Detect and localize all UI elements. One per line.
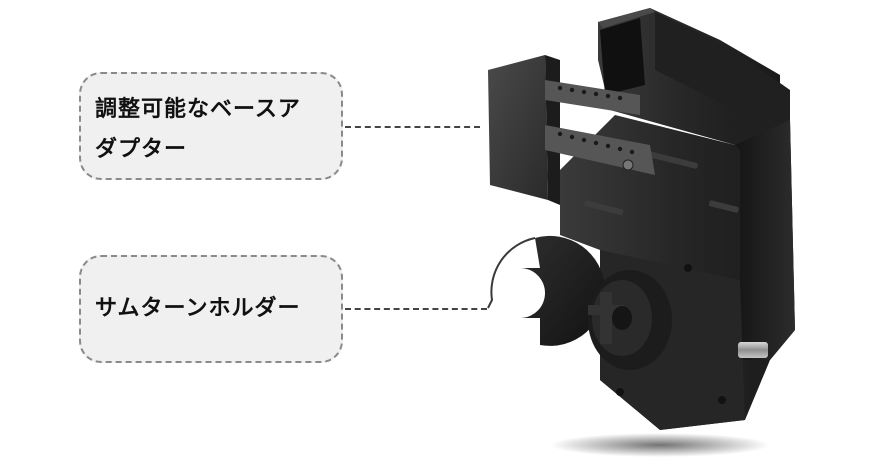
callout-adjustable-base-adapter: 調整可能なベースア ダプター xyxy=(79,72,343,180)
leader-line-thumb-turn-holder xyxy=(345,308,487,310)
knob-mount xyxy=(588,270,672,370)
lock-body xyxy=(560,8,795,430)
floor-shadow xyxy=(550,433,770,457)
callout-label-line: ダプター xyxy=(95,137,188,162)
thumb-turn-holder xyxy=(487,235,605,346)
spindle xyxy=(738,342,768,358)
callout-label-line: 調整可能なベースア xyxy=(95,97,301,122)
adjustable-base-adapter xyxy=(488,55,655,205)
callout-thumb-turn-holder: サムターンホルダー xyxy=(79,255,343,363)
leader-line-adjustable-base-adapter xyxy=(345,126,480,128)
callout-label-line: サムターンホルダー xyxy=(95,296,301,321)
